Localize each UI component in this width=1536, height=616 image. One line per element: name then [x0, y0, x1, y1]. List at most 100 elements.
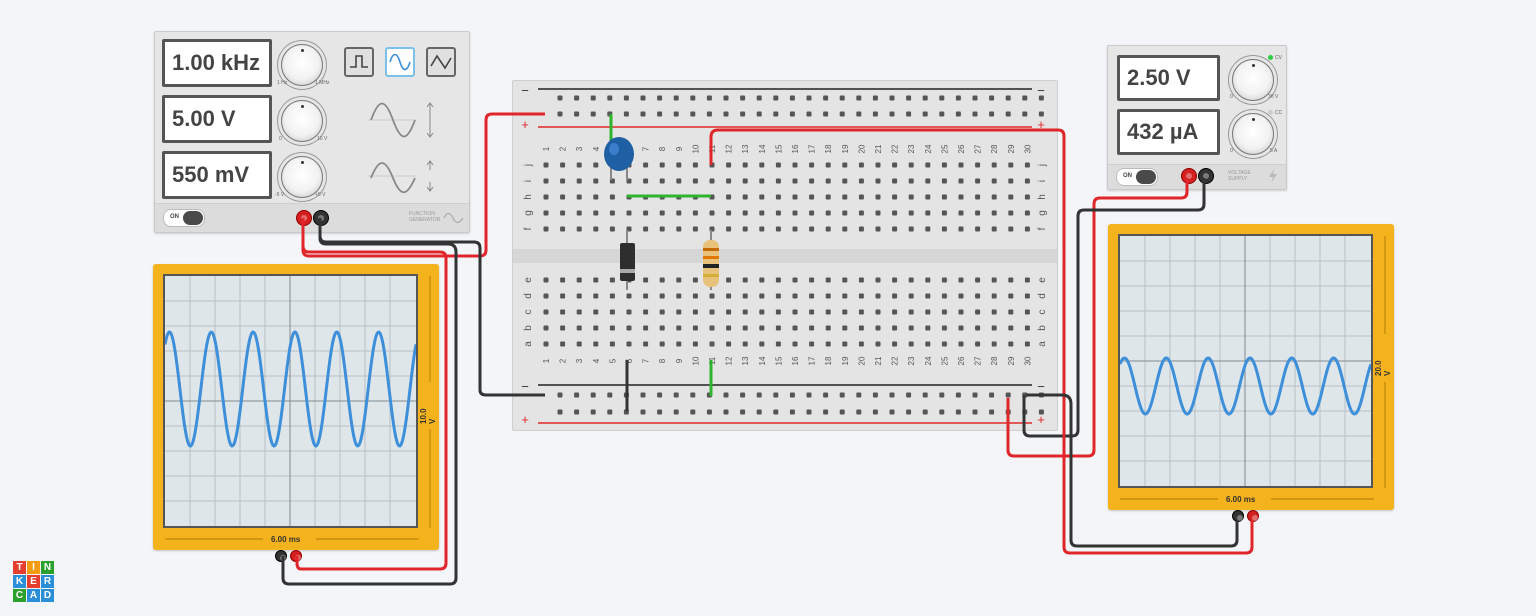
resistor[interactable]	[703, 230, 719, 290]
terminal-hole	[709, 341, 715, 347]
terminal-hole	[560, 325, 566, 331]
voltage-knob[interactable]	[1232, 59, 1274, 101]
terminal-hole	[825, 162, 831, 168]
wire-right-scope-black[interactable]	[1026, 393, 1239, 548]
row-letter-left: j	[523, 164, 534, 167]
terminal-hole	[659, 309, 665, 315]
rail-hole	[872, 111, 878, 117]
ps-power-label: ON	[1123, 173, 1132, 179]
wire-right-scope-red[interactable]	[709, 128, 1254, 555]
terminal-hole	[842, 194, 848, 200]
wire-fg-red-to-rail[interactable]	[301, 112, 545, 258]
terminal-hole	[958, 341, 964, 347]
row-letter-left: b	[523, 325, 534, 331]
square-wave-button[interactable]	[344, 47, 374, 77]
rail-hole	[789, 392, 795, 398]
wire-fg-black-to-scope[interactable]	[281, 218, 458, 586]
terminal-hole	[543, 210, 549, 216]
rail-hole	[789, 95, 795, 101]
row-letter-right: f	[1037, 227, 1048, 230]
column-number-top: 14	[758, 144, 767, 153]
terminal-hole	[792, 309, 798, 315]
rail-hole	[1038, 111, 1044, 117]
terminal-hole	[709, 178, 715, 184]
fg-brand-line1: FUNCTION	[409, 211, 435, 217]
column-number-bottom: 7	[642, 358, 651, 363]
offset-knob[interactable]	[281, 156, 323, 198]
terminal-hole	[576, 293, 582, 299]
wire-ps-black[interactable]	[1022, 178, 1206, 438]
v-knob-min-label: 0	[1230, 94, 1233, 100]
terminal-hole	[858, 309, 864, 315]
terminal-hole	[560, 293, 566, 299]
terminal-hole	[825, 194, 831, 200]
sine-wave-button[interactable]	[385, 47, 415, 77]
rail-hole	[690, 95, 696, 101]
terminal-hole	[1024, 309, 1030, 315]
capacitor[interactable]	[604, 137, 634, 180]
amplitude-knob[interactable]	[281, 100, 323, 142]
terminal-hole	[825, 325, 831, 331]
terminal-hole	[975, 277, 981, 283]
terminal-hole	[576, 194, 582, 200]
rail-hole	[922, 95, 928, 101]
offset-diagram-icon	[367, 160, 434, 194]
terminal-hole	[643, 277, 649, 283]
rail-hole	[1022, 95, 1028, 101]
fg-power-toggle[interactable]: ON	[163, 209, 205, 227]
terminal-hole	[892, 309, 898, 315]
terminal-hole	[560, 194, 566, 200]
terminal-hole	[742, 293, 748, 299]
ps-positive-jack[interactable]	[1181, 168, 1197, 184]
terminal-hole	[609, 341, 615, 347]
diode[interactable]	[620, 230, 635, 290]
terminal-hole	[593, 194, 599, 200]
function-generator[interactable]: 1.00 kHz 5.00 V 550 mV 1 Hz 1 MHz 0 10 V…	[154, 31, 470, 233]
column-number-top: 19	[841, 144, 850, 153]
power-supply[interactable]: 2.50 V 432 µA 0 30 V 0 5 A CV CC ON VOLT…	[1107, 45, 1287, 190]
terminal-hole	[659, 178, 665, 184]
triangle-wave-button[interactable]	[426, 47, 456, 77]
terminal-hole	[742, 325, 748, 331]
terminal-hole	[858, 194, 864, 200]
wire-ps-red[interactable]	[1006, 178, 1189, 458]
terminal-hole	[643, 226, 649, 232]
rail-hole	[972, 95, 978, 101]
wire-fg-red-to-scope[interactable]	[295, 218, 448, 571]
oscilloscope-right[interactable]: 6.00 ms 20.0 V	[1108, 224, 1394, 522]
terminal-hole	[742, 226, 748, 232]
terminal-hole	[809, 293, 815, 299]
column-number-bottom: 29	[1007, 356, 1016, 365]
breadboard[interactable]: −+−+−+−+11223344556677889910101111121213…	[512, 80, 1058, 431]
terminal-hole	[643, 210, 649, 216]
terminal-hole	[643, 293, 649, 299]
terminal-hole	[759, 194, 765, 200]
rail-hole	[557, 392, 563, 398]
rail-hole	[690, 111, 696, 117]
ps-negative-jack[interactable]	[1198, 168, 1214, 184]
terminal-hole	[759, 293, 765, 299]
current-knob[interactable]	[1232, 113, 1274, 155]
rail-hole	[872, 409, 878, 415]
rail-hole	[806, 95, 812, 101]
terminal-hole	[726, 341, 732, 347]
ps-power-toggle[interactable]: ON	[1116, 168, 1158, 186]
terminal-hole	[809, 162, 815, 168]
terminal-hole	[1008, 194, 1014, 200]
terminal-hole	[560, 210, 566, 216]
frequency-knob[interactable]	[281, 44, 323, 86]
breadboard-holes[interactable]: −+−+−+−+11223344556677889910101111121213…	[513, 81, 1057, 430]
terminal-hole	[726, 178, 732, 184]
terminal-hole	[925, 162, 931, 168]
terminal-hole	[692, 277, 698, 283]
terminal-hole	[692, 210, 698, 216]
column-number-bottom: 24	[924, 356, 933, 365]
terminal-hole	[941, 293, 947, 299]
terminal-hole	[975, 178, 981, 184]
oscilloscope-left[interactable]: 6.00 ms 10.0 V	[153, 264, 439, 562]
terminal-hole	[975, 309, 981, 315]
terminal-hole	[958, 309, 964, 315]
row-letter-right: g	[1037, 210, 1048, 216]
logo-letter-d: D	[41, 589, 54, 602]
terminal-hole	[1024, 325, 1030, 331]
